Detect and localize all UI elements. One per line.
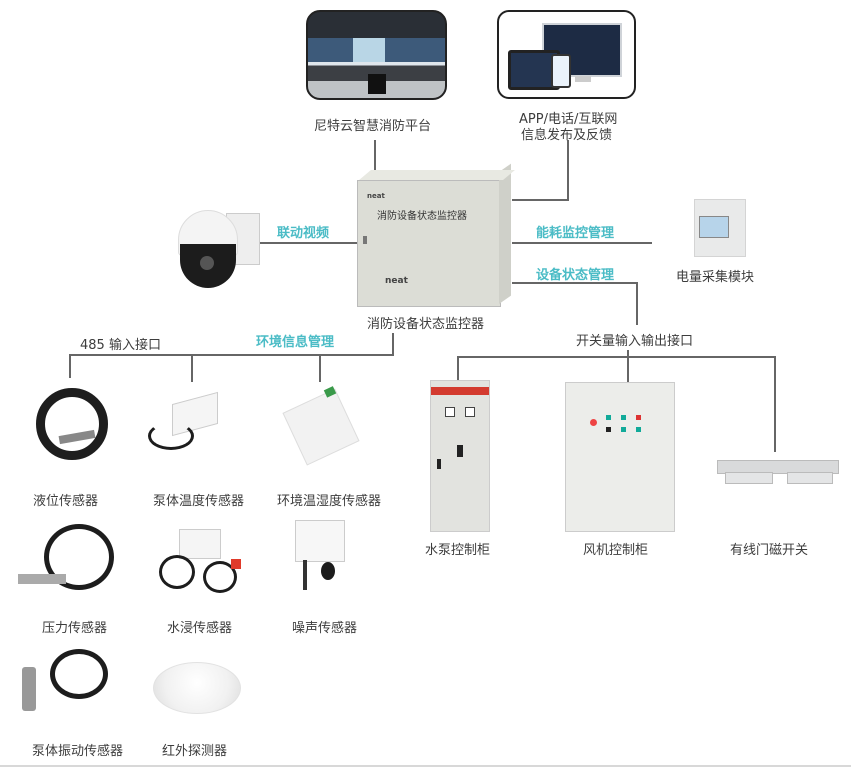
- monitor-cabinet: neat 消防设备状态监控器 neat: [357, 163, 515, 307]
- cabinet-brand-bottom: neat: [385, 276, 408, 286]
- infrared-detector-image: [153, 662, 241, 714]
- line-switch-door: [628, 356, 776, 452]
- control-room-image: [306, 10, 447, 100]
- line-app: [512, 140, 569, 201]
- power-module-label: 电量采集模块: [676, 270, 755, 285]
- link-device-status-label: 设备状态管理: [536, 268, 615, 283]
- sensor-label-water: 水浸传感器: [167, 621, 233, 636]
- pump-temp-sensor-image: [148, 390, 228, 454]
- door-switch-label: 有线门磁开关: [730, 543, 809, 558]
- link-video-label: 联动视频: [277, 226, 330, 241]
- ptz-camera-image: [178, 208, 260, 288]
- sensor-label-vibration: 泵体振动传感器: [32, 744, 124, 759]
- door-switch-image: [717, 460, 839, 488]
- 485-interface-label: 485 输入接口: [80, 338, 161, 353]
- platform-label: 尼特云智慧消防平台: [314, 119, 432, 134]
- sensor-label-pressure: 压力传感器: [42, 621, 108, 636]
- switch-interface-label: 开关量输入输出接口: [576, 334, 694, 349]
- water-immersion-sensor-image: [155, 525, 245, 595]
- sensor-label-pump-temp: 泵体温度传感器: [153, 494, 245, 509]
- cabinet-title: 消防设备状态监控器: [377, 211, 467, 222]
- line-switch-bus: [457, 350, 629, 382]
- power-module-image: [694, 199, 746, 257]
- app-label-line1: APP/电话/互联网: [519, 112, 618, 127]
- level-sensor-image: [36, 388, 108, 460]
- link-energy-label: 能耗监控管理: [536, 226, 615, 241]
- monitor-label: 消防设备状态监控器: [367, 317, 485, 332]
- pressure-sensor-image: [18, 522, 122, 600]
- fan-cabinet-image: [565, 382, 675, 532]
- fan-cabinet-label: 风机控制柜: [583, 543, 649, 558]
- noise-sensor-image: [295, 520, 347, 590]
- line-device-status: [512, 282, 638, 325]
- bottom-divider: [0, 765, 851, 767]
- line-485-bus: [69, 333, 394, 378]
- sensor-label-level: 液位传感器: [33, 494, 99, 509]
- devices-image: [497, 10, 636, 99]
- vibration-sensor-image: [12, 645, 130, 720]
- app-label-line2: 信息发布及反馈: [521, 128, 613, 143]
- cabinet-brand-top: neat: [367, 192, 385, 200]
- link-environment-label: 环境信息管理: [256, 335, 335, 350]
- pump-cabinet-image: [430, 380, 490, 532]
- sensor-label-infrared: 红外探测器: [162, 744, 228, 759]
- pump-cabinet-label: 水泵控制柜: [425, 543, 491, 558]
- sensor-label-env-humidity: 环境温湿度传感器: [277, 494, 382, 509]
- sensor-label-noise: 噪声传感器: [292, 621, 358, 636]
- cabinet-lock: [363, 236, 367, 244]
